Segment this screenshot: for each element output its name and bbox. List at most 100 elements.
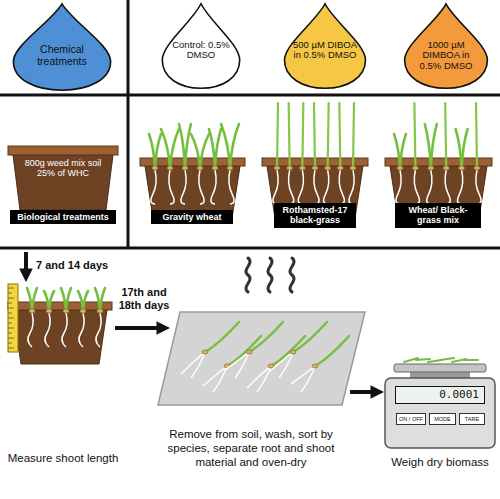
- node-text: Rothamsted-17 black-grass: [277, 205, 353, 226]
- seedling: [353, 103, 354, 168]
- grid-lines: [0, 94, 500, 97]
- soil-pot: 800g weed mix soil 25% of WHC: [8, 146, 118, 210]
- seedling: [474, 103, 481, 204]
- step-arrow: [24, 252, 28, 278]
- drying-specimens: [271, 336, 305, 366]
- seedling: [63, 309, 69, 313]
- grid-lines: [0, 247, 500, 250]
- seedling: [29, 309, 35, 313]
- seedling: [427, 170, 432, 204]
- plant-pot: [13, 310, 107, 364]
- drying-specimens: [268, 364, 274, 368]
- seedling: [49, 291, 54, 311]
- seedling: [400, 134, 406, 168]
- time-label: 7 and 14 days: [36, 259, 118, 272]
- ruler: [8, 333, 12, 334]
- steam: [290, 258, 294, 292]
- seedling: [302, 103, 303, 168]
- plant-pot: [8, 302, 112, 310]
- seedling: [96, 313, 101, 347]
- drying-specimens: [205, 322, 239, 352]
- seedling: [182, 166, 188, 170]
- drying-specimens: [293, 322, 327, 352]
- ruler: [8, 328, 14, 329]
- drying-specimens: [247, 366, 271, 388]
- seedling: [414, 170, 419, 204]
- pot-rim: [8, 146, 118, 155]
- seedling: [179, 124, 191, 204]
- seedling: [152, 166, 158, 170]
- seedling: [79, 313, 84, 347]
- seedling: [27, 288, 37, 347]
- seedling: [230, 124, 239, 168]
- plant-pot: [8, 288, 112, 364]
- drying-specimens: [312, 364, 318, 368]
- scale: [385, 378, 495, 448]
- seedling: [215, 129, 221, 168]
- seedling: [287, 166, 293, 170]
- ruler: [8, 284, 18, 352]
- seedling: [274, 166, 280, 170]
- seedling: [212, 166, 218, 170]
- seedling: [414, 103, 415, 168]
- treatment-label: Gravity wheat: [151, 210, 233, 224]
- seedling: [412, 103, 419, 204]
- node-text: Gravity wheat: [154, 212, 230, 222]
- steam: [268, 258, 272, 292]
- node-text: Biological treatments: [13, 212, 113, 222]
- seedling: [45, 313, 50, 347]
- seedling: [161, 129, 179, 204]
- node-text: MODE: [431, 414, 454, 424]
- node-text: ON / OFF: [398, 414, 424, 424]
- seedling: [191, 134, 200, 168]
- seedling: [476, 103, 477, 168]
- ruler: [8, 318, 14, 319]
- seedling: [312, 103, 319, 204]
- step-arrow: [115, 326, 166, 330]
- treatment-label: Wheat/ Black-grass mix: [395, 203, 481, 228]
- drying-specimens: [202, 350, 208, 354]
- seedling: [229, 170, 234, 204]
- seedling: [273, 170, 278, 204]
- seedling: [324, 170, 329, 204]
- treatment-drop: 500 µM DIBOA in 0.5% DMSO: [280, 2, 370, 90]
- seedling: [32, 288, 37, 311]
- seedling: [221, 124, 239, 204]
- steam: [246, 258, 250, 292]
- seedling: [314, 103, 315, 168]
- seedling: [349, 103, 356, 204]
- grid-lines: [0, 0, 500, 248]
- seedling: [339, 170, 344, 204]
- seedling: [227, 166, 233, 170]
- seedling: [428, 166, 434, 170]
- scale-button: MODE: [429, 413, 456, 425]
- drying-tray: [158, 312, 365, 405]
- seedling: [349, 170, 354, 204]
- treatment-drop: Chemical treatments: [8, 2, 116, 92]
- drying-specimens: [301, 366, 315, 392]
- seedling: [337, 166, 343, 170]
- seedling: [412, 166, 418, 170]
- seedling: [394, 134, 406, 204]
- scale-button: TARE: [459, 413, 485, 425]
- seedling: [200, 134, 209, 168]
- scale: [394, 364, 486, 372]
- seedling: [170, 129, 179, 168]
- seedling: [78, 291, 88, 347]
- grid-lines: [127, 0, 130, 248]
- seedling: [443, 166, 449, 170]
- seedling: [66, 288, 71, 311]
- seedling: [328, 103, 329, 168]
- seedling: [289, 103, 290, 168]
- step-arrow: [350, 390, 380, 394]
- scale-display: 0.0001: [395, 386, 485, 404]
- drop-shape: [162, 4, 239, 88]
- seedling: [181, 170, 186, 204]
- seedling: [289, 170, 294, 204]
- drop-shape: [13, 4, 110, 90]
- seedling: [161, 129, 170, 168]
- ruler: [8, 338, 14, 339]
- plant-pot: [140, 124, 245, 218]
- seedling: [325, 166, 331, 170]
- seedling: [151, 170, 156, 204]
